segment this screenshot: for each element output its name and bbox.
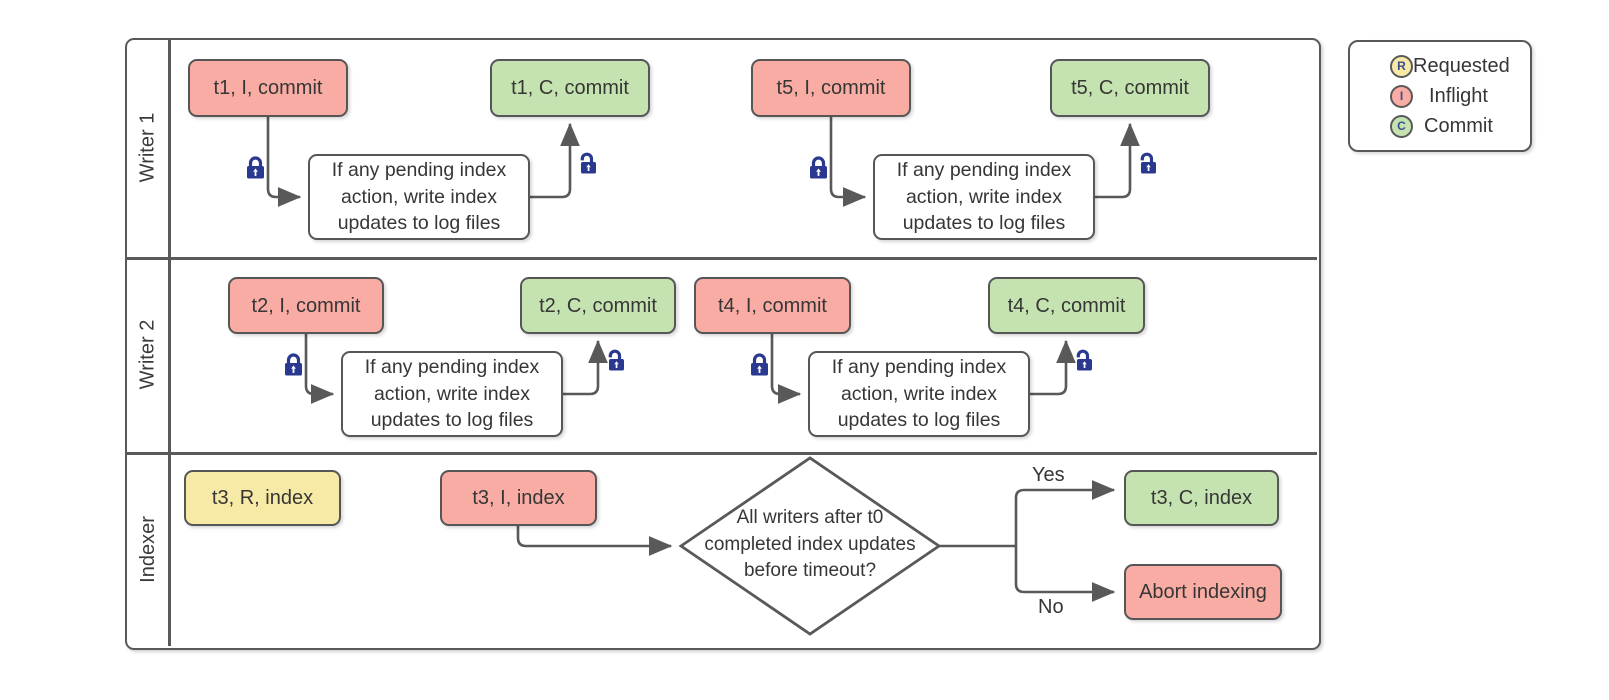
lane-label-indexer: Indexer: [127, 452, 169, 646]
abort-indexing-node: Abort indexing: [1124, 564, 1282, 620]
lane-divider-1: [125, 257, 1317, 260]
action-node-writer1-b: If any pending index action, write index…: [873, 154, 1095, 240]
lane-label-text: Indexer: [136, 515, 159, 583]
legend: R Requested I Inflight C Commit: [1348, 40, 1532, 152]
legend-label: Commit: [1424, 114, 1493, 137]
state-node-t3-inflight: t3, I, index: [440, 470, 597, 526]
lane-label-text: Writer 2: [136, 319, 159, 390]
no-branch-label: No: [1038, 596, 1064, 618]
state-node-t2-commit: t2, C, commit: [520, 277, 676, 334]
inflight-state-icon: I: [1390, 84, 1413, 108]
yes-branch-label: Yes: [1032, 464, 1065, 486]
state-node-t3-commit: t3, C, index: [1124, 470, 1279, 526]
lane-label-writer2: Writer 2: [127, 257, 169, 452]
legend-label: Inflight: [1429, 84, 1488, 107]
state-node-t3-requested: t3, R, index: [184, 470, 341, 526]
requested-state-icon: R: [1390, 54, 1413, 78]
action-node-writer2-a: If any pending index action, write index…: [341, 351, 563, 437]
state-node-t1-commit: t1, C, commit: [490, 59, 650, 117]
state-node-t1-inflight: t1, I, commit: [188, 59, 348, 117]
legend-row-commit: C Commit: [1350, 113, 1530, 139]
legend-row-inflight: I Inflight: [1350, 83, 1530, 109]
commit-state-icon: C: [1390, 114, 1413, 138]
legend-row-requested: R Requested: [1350, 53, 1530, 79]
decision-text: All writers after t0 completed index upd…: [704, 507, 916, 582]
state-node-t5-inflight: t5, I, commit: [751, 59, 911, 117]
state-node-t4-inflight: t4, I, commit: [694, 277, 851, 334]
lane-label-writer1: Writer 1: [127, 38, 169, 257]
state-node-t5-commit: t5, C, commit: [1050, 59, 1210, 117]
action-node-writer1-a: If any pending index action, write index…: [308, 154, 530, 240]
action-node-writer2-b: If any pending index action, write index…: [808, 351, 1030, 437]
lane-divider-2: [125, 452, 1317, 455]
lane-label-divider: [168, 38, 171, 646]
legend-label: Requested: [1413, 54, 1510, 77]
state-node-t4-commit: t4, C, commit: [988, 277, 1145, 334]
lane-label-text: Writer 1: [136, 112, 159, 183]
state-node-t2-inflight: t2, I, commit: [228, 277, 384, 334]
